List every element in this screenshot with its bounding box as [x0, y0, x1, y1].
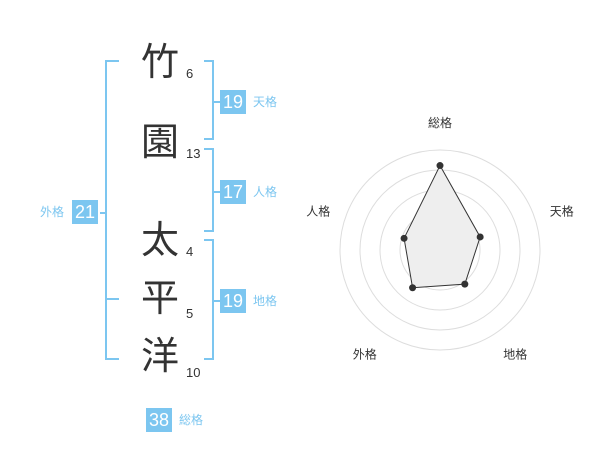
radar-axis-label: 人格	[306, 203, 330, 218]
stroke-count-4: 5	[186, 306, 194, 321]
radar-axis-label: 地格	[503, 347, 527, 362]
radar-point	[409, 284, 417, 292]
name-char-4: 平	[140, 276, 179, 320]
radar-axis-label: 天格	[550, 203, 574, 218]
name-char-2: 園	[140, 120, 179, 164]
name-char-5: 洋	[140, 334, 179, 378]
stroke-count-2: 13	[186, 146, 201, 161]
stroke-count-5: 10	[186, 365, 201, 380]
gaikaku-label: 外格	[40, 205, 65, 219]
radar-axis-label: 外格	[353, 347, 377, 362]
radar-value-polygon	[403, 164, 481, 289]
gaikaku-badge: 21	[72, 200, 98, 224]
radar-grid-ring	[339, 149, 541, 351]
radar-point	[476, 233, 484, 241]
chikaku-badge: 19	[220, 289, 246, 313]
radar-points	[400, 162, 484, 292]
chikaku-label: 地格	[253, 294, 278, 308]
stroke-count-1: 6	[186, 66, 194, 81]
soukaku-badge: 38	[146, 408, 172, 432]
name-char-1: 竹	[140, 40, 179, 84]
tenkaku-badge: 19	[220, 90, 246, 114]
radar-point	[461, 280, 469, 288]
jinkaku-label: 人格	[253, 185, 278, 199]
jinkaku-badge: 17	[220, 180, 246, 204]
soukaku-label: 総格	[179, 413, 204, 427]
tenkaku-label: 天格	[253, 95, 278, 109]
name-char-3: 太	[140, 218, 179, 262]
radar-axis-label: 総格	[428, 115, 452, 130]
radar-point	[436, 162, 444, 170]
stroke-count-3: 4	[186, 244, 194, 259]
radar-point	[400, 234, 408, 242]
